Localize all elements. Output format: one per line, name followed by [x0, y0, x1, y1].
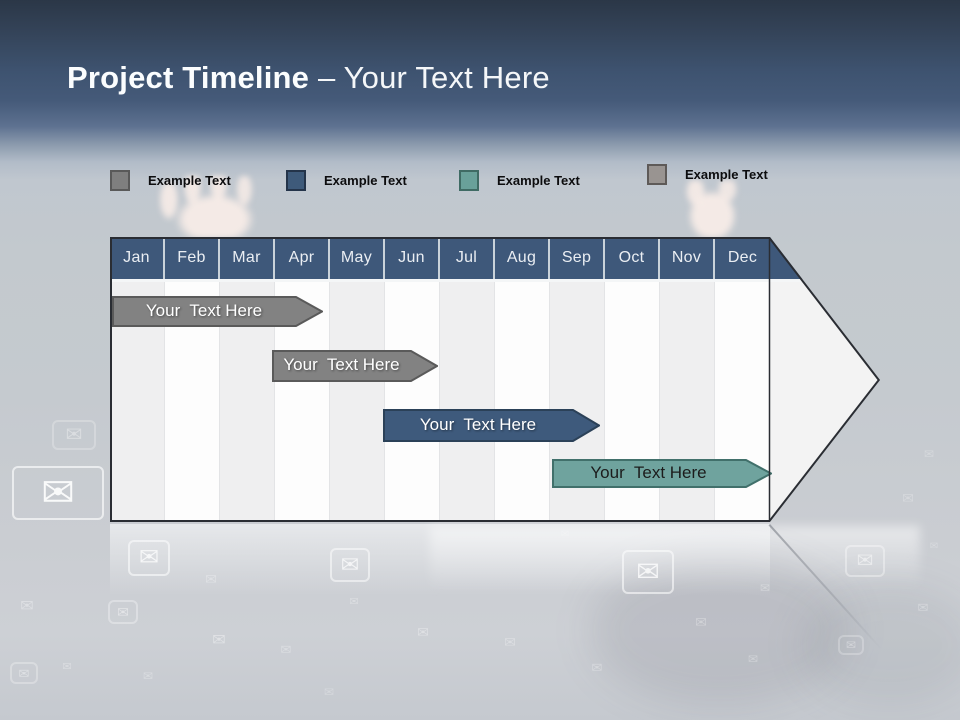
envelope-icon	[742, 650, 764, 667]
month-cell: Mar	[220, 237, 275, 279]
timeline-arrow: Jan Feb Mar Apr May Jun Jul Aug Sep Oct …	[110, 237, 882, 522]
timeline-arrow-body: Jan Feb Mar Apr May Jun Jul Aug Sep Oct …	[110, 237, 880, 522]
envelope-icon	[845, 545, 885, 577]
legend-label: Example Text	[324, 172, 407, 188]
month-header-filler	[770, 237, 880, 279]
envelope-icon	[838, 635, 864, 655]
bar-label: Your Text Here	[590, 462, 707, 482]
timeline-bar: Your Text Here	[552, 459, 772, 488]
laptop-photo	[430, 526, 920, 590]
bar-label: Your Text Here	[145, 300, 263, 320]
month-label: Dec	[727, 249, 758, 266]
legend-label: Example Text	[685, 166, 768, 182]
envelope-icon	[10, 662, 38, 684]
month-label: Sep	[561, 249, 592, 266]
hand-photo-right	[672, 180, 756, 238]
month-label: Apr	[288, 249, 315, 266]
legend-label: Example Text	[148, 172, 231, 188]
month-cell: Apr	[275, 237, 330, 279]
envelope-icon	[12, 595, 42, 619]
legend-item: Example Text	[459, 169, 580, 191]
envelope-icon	[275, 640, 297, 658]
month-label: Oct	[618, 249, 645, 266]
envelope-icon	[318, 684, 340, 700]
envelope-icon	[410, 622, 436, 642]
envelope-icon	[585, 658, 609, 676]
grid-column	[440, 282, 495, 522]
envelope-icon	[205, 630, 233, 652]
legend-item: Example Text	[286, 169, 407, 191]
legend-item: Example Text	[647, 163, 768, 185]
month-cell: Feb	[165, 237, 220, 279]
envelope-icon	[345, 595, 363, 610]
background-smudge	[800, 585, 960, 705]
arrow-tip-reflection	[768, 524, 883, 651]
legend-item: Example Text	[110, 169, 231, 191]
month-cell: Nov	[660, 237, 715, 279]
envelope-icon	[925, 540, 943, 554]
envelope-icon	[556, 528, 574, 542]
month-label: Mar	[232, 249, 261, 266]
envelope-icon	[12, 466, 104, 520]
month-cell: Oct	[605, 237, 660, 279]
bar-label: Your Text Here	[419, 414, 537, 434]
table-reflection	[110, 524, 770, 596]
legend-swatch-gray2	[647, 163, 667, 185]
month-label: Feb	[177, 249, 206, 266]
month-cell: Jul	[440, 237, 495, 279]
envelope-icon	[688, 612, 714, 632]
slide-title: Project Timeline – Your Text Here	[67, 60, 550, 96]
envelope-icon	[200, 570, 222, 588]
month-label: Nov	[671, 249, 702, 266]
month-cell: May	[330, 237, 385, 279]
envelope-icon	[58, 660, 76, 675]
legend-swatch-blue	[286, 169, 306, 191]
title-regular-text: – Your Text Here	[317, 60, 550, 95]
envelope-icon	[755, 580, 775, 596]
envelope-icon	[128, 540, 170, 576]
envelope-icon	[330, 548, 370, 582]
envelope-icon	[918, 445, 940, 462]
month-cell: Sep	[550, 237, 605, 279]
envelope-icon	[498, 632, 522, 652]
month-cell: Jan	[110, 237, 165, 279]
timeline-bar: Your Text Here	[383, 409, 600, 442]
month-label: Jun	[398, 249, 425, 266]
month-label: Jul	[455, 249, 478, 266]
background-smudge	[590, 555, 850, 705]
month-cell: Jun	[385, 237, 440, 279]
envelope-icon	[912, 598, 934, 616]
bar-label: Your Text Here	[283, 355, 400, 374]
envelope-icon	[138, 668, 158, 684]
legend-swatch-gray	[110, 169, 130, 191]
month-label: Aug	[506, 249, 537, 266]
title-bold-text: Project Timeline	[67, 60, 310, 95]
envelope-icon	[895, 488, 921, 508]
timeline-bar: Your Text Here	[112, 296, 323, 327]
month-cell: Aug	[495, 237, 550, 279]
grid-column	[330, 282, 385, 522]
month-header: Jan Feb Mar Apr May Jun Jul Aug Sep Oct …	[110, 237, 880, 282]
timeline-bar: Your Text Here	[272, 350, 438, 382]
legend-swatch-teal	[459, 169, 479, 191]
envelope-icon	[622, 550, 674, 594]
envelope-icon	[52, 420, 96, 450]
envelope-icon	[108, 600, 138, 624]
legend-label: Example Text	[497, 172, 580, 188]
month-label: Jan	[123, 249, 150, 266]
grid-column	[495, 282, 550, 522]
month-cell: Dec	[715, 237, 770, 279]
month-label: May	[340, 249, 373, 266]
grid-column	[385, 282, 440, 522]
